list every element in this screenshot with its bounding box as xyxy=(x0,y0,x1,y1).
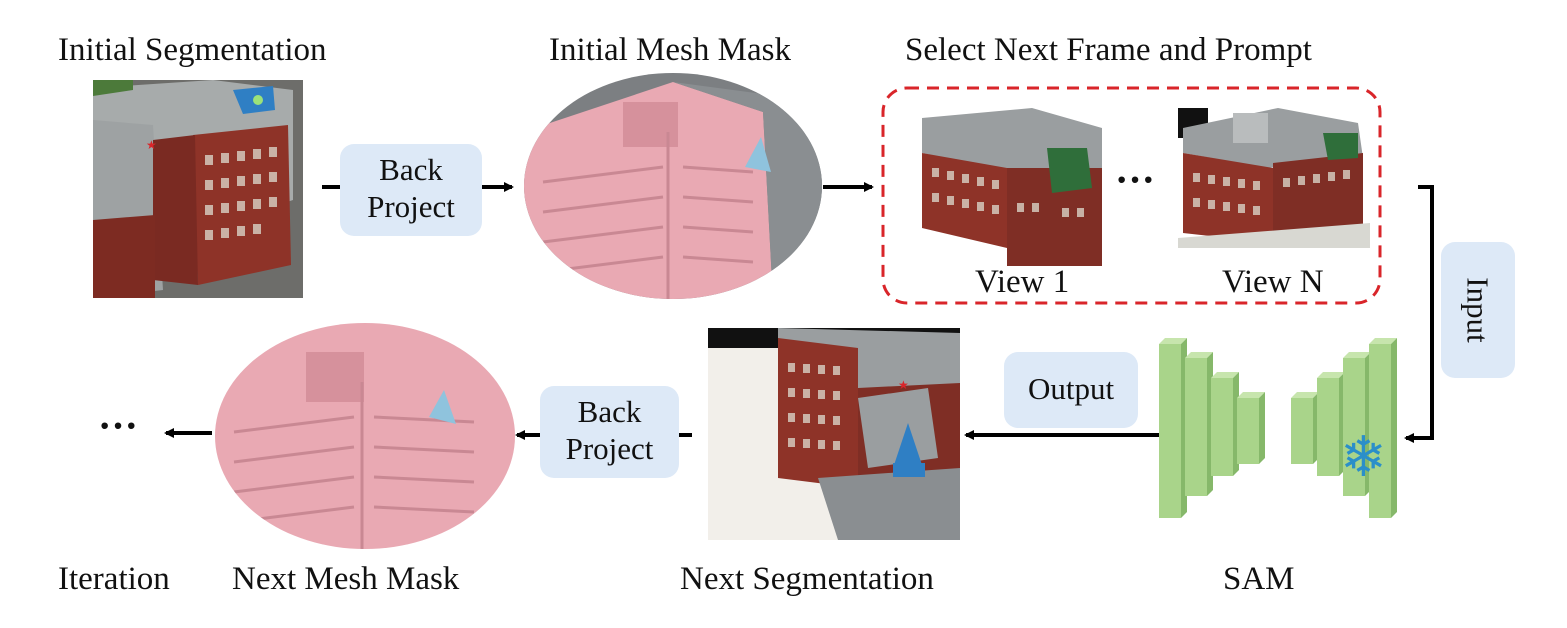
label-initial-mesh-mask: Initial Mesh Mask xyxy=(549,32,791,68)
label-select-next-frame: Select Next Frame and Prompt xyxy=(905,32,1312,68)
back-project-box-top: Back Project xyxy=(340,144,482,236)
view-1-image xyxy=(912,108,1112,266)
iteration-ellipsis: ··· xyxy=(98,403,139,448)
back-project-box-bottom: Back Project xyxy=(540,386,679,478)
sam-decoder xyxy=(1291,338,1397,518)
back-project-bottom-line2: Project xyxy=(565,431,654,467)
output-label: Output xyxy=(1027,371,1115,406)
view-selection-frame xyxy=(881,86,1382,305)
sam-encoder xyxy=(1159,338,1265,518)
label-sam: SAM xyxy=(1223,561,1295,597)
label-iteration: Iteration xyxy=(58,561,170,597)
back-project-top-line1: Back xyxy=(379,152,443,187)
input-label: Input xyxy=(1460,277,1496,343)
arrow-input-path xyxy=(1412,185,1434,440)
back-project-top-line2: Project xyxy=(367,189,455,225)
label-view-n: View N xyxy=(1222,264,1324,300)
output-box: Output xyxy=(1004,352,1138,428)
label-view-1: View 1 xyxy=(975,264,1070,300)
label-next-mesh-mask: Next Mesh Mask xyxy=(232,561,460,597)
back-project-bottom-line1: Back xyxy=(577,394,642,429)
snowflake-icon: ❄ xyxy=(1340,425,1387,490)
next-segmentation-image xyxy=(708,328,960,540)
views-ellipsis: ··· xyxy=(1115,157,1156,202)
label-initial-segmentation: Initial Segmentation xyxy=(58,32,327,68)
sam-model-icon xyxy=(1159,338,1397,518)
label-next-segmentation: Next Segmentation xyxy=(680,561,934,597)
star-icon: ★ xyxy=(898,378,909,392)
input-box: Input xyxy=(1441,242,1515,378)
next-mesh-mask-image xyxy=(215,323,515,549)
initial-mesh-mask-image xyxy=(524,73,822,299)
initial-segmentation-image xyxy=(93,80,303,298)
view-n-image xyxy=(1178,108,1370,248)
star-icon: ★ xyxy=(146,138,157,152)
